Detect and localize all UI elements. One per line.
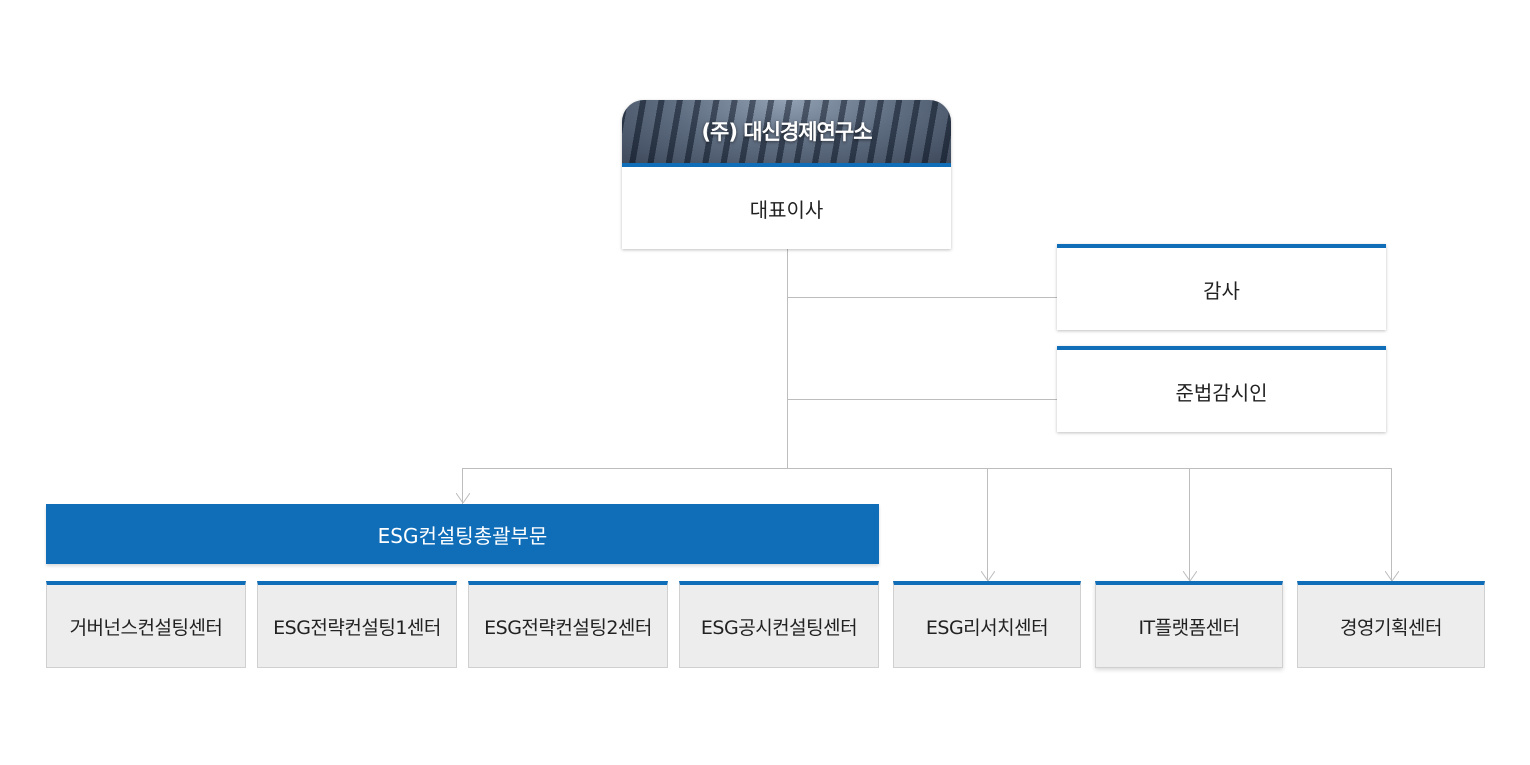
- arrow-down-icon: [1183, 571, 1197, 581]
- arrow-down-icon: [456, 493, 470, 503]
- connector-to-planning: [1391, 468, 1392, 581]
- node-audit: 감사: [1057, 244, 1386, 330]
- connector-branch-bar: [462, 468, 1392, 469]
- node-management-planning-center: 경영기획센터: [1297, 581, 1485, 668]
- connector-to-research: [987, 468, 988, 581]
- company-header-image: (주) 대신경제연구소: [622, 100, 951, 167]
- connector-to-compliance: [787, 399, 1057, 400]
- connector-ceo-trunk: [787, 249, 788, 468]
- company-name: (주) 대신경제연구소: [701, 120, 872, 144]
- node-esg-research-center: ESG리서치센터: [893, 581, 1081, 668]
- node-compliance-officer: 준법감시인: [1057, 346, 1386, 432]
- connector-to-it: [1189, 468, 1190, 581]
- node-esg-strategy-2-center: ESG전략컨설팅2센터: [468, 581, 668, 668]
- node-esg-disclosure-center: ESG공시컨설팅센터: [679, 581, 879, 668]
- arrow-down-icon: [1385, 571, 1399, 581]
- connector-to-division: [462, 468, 463, 504]
- connector-to-audit: [787, 297, 1057, 298]
- ceo-title: 대표이사: [749, 197, 824, 222]
- node-governance-consulting-center: 거버넌스컨설팅센터: [46, 581, 246, 668]
- ceo-node: (주) 대신경제연구소 대표이사: [622, 100, 951, 249]
- arrow-down-icon: [981, 571, 995, 581]
- node-esg-strategy-1-center: ESG전략컨설팅1센터: [257, 581, 457, 668]
- node-it-platform-center: IT플랫폼센터: [1095, 581, 1283, 668]
- node-esg-consulting-division: ESG컨설팅총괄부문: [46, 504, 879, 564]
